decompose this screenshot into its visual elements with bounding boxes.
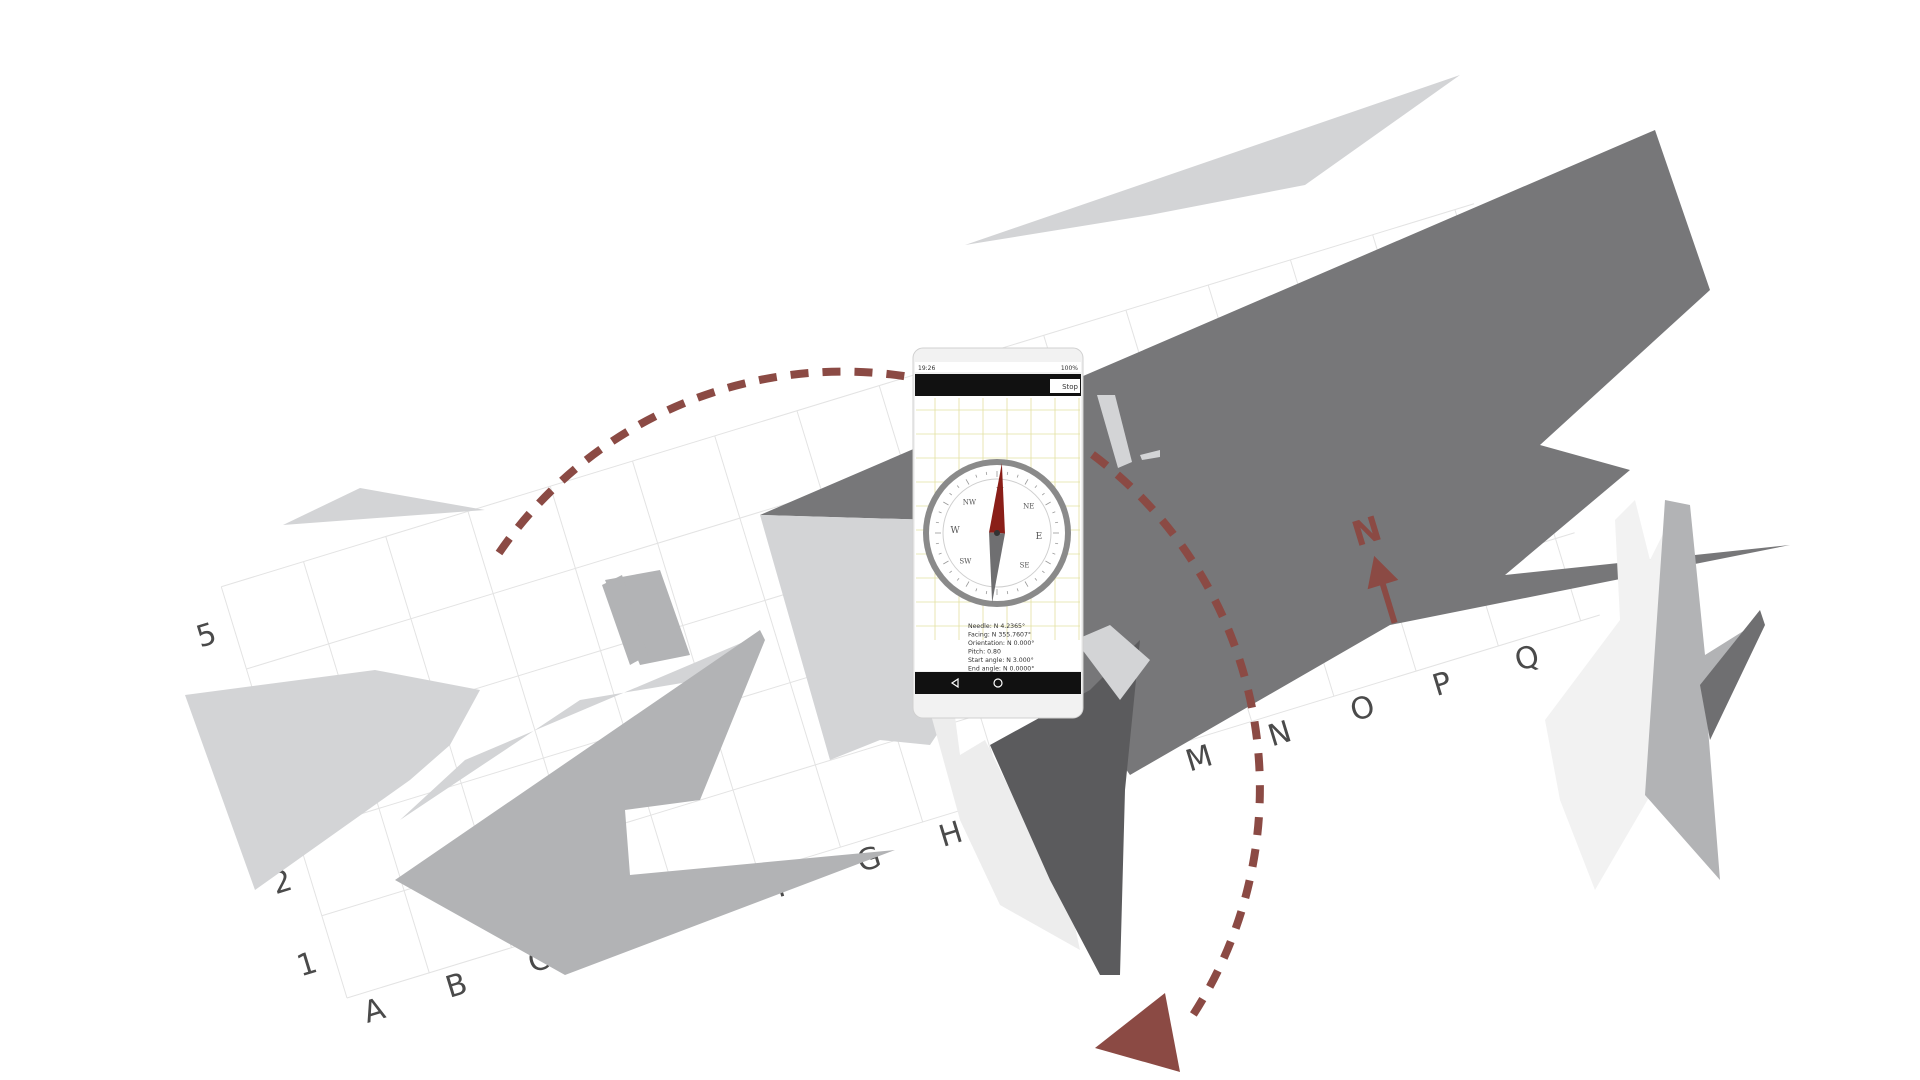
compass-cardinal-label: E <box>1036 532 1043 542</box>
compass-tick <box>938 511 942 514</box>
needle-south-icon <box>989 532 1005 603</box>
grid-column-label: N <box>1264 714 1296 754</box>
compass-tick <box>1016 474 1019 478</box>
compass-cardinal-label: SW <box>959 558 972 566</box>
grid-line <box>221 203 1475 588</box>
compass-tick <box>965 479 970 485</box>
reading-line: End angle: N 0.0000° <box>968 665 1034 673</box>
rotation-arrow-icon <box>1095 993 1180 1072</box>
status-battery: 100% <box>1061 365 1078 372</box>
compass-tick <box>1041 570 1045 574</box>
grid-row-label: 5 <box>192 616 220 655</box>
decor-pieces <box>602 395 1160 665</box>
compass-tick <box>949 492 953 496</box>
grid-line <box>549 486 677 898</box>
app-toolbar <box>915 374 1081 396</box>
grid-column-label: P <box>1428 665 1456 704</box>
compass-tick <box>1041 492 1045 496</box>
needle-north-icon <box>989 463 1005 534</box>
compass-tick <box>949 570 953 574</box>
compass-needle <box>989 463 1005 603</box>
compass-tick <box>985 471 988 475</box>
reading-line: Start angle: N 3.000° <box>968 656 1034 664</box>
readings-panel: Needle: N 4.2365°Facing: N 355.7607°Orie… <box>968 622 1034 673</box>
grid-column-label: O <box>1346 689 1379 729</box>
compass-tick <box>1006 591 1009 595</box>
compass-tick <box>943 560 949 565</box>
compass-tick <box>1045 501 1051 506</box>
compass-tick <box>985 591 988 595</box>
compass-tick <box>956 577 960 581</box>
home-circle-icon[interactable] <box>993 678 1003 688</box>
grid-column-label: Q <box>1511 638 1544 678</box>
compass-tick <box>1045 560 1051 565</box>
compass-cardinal-label: NE <box>1023 502 1034 510</box>
grid-line <box>714 435 841 848</box>
compass-dial: NNEESESSWWNW <box>923 459 1071 607</box>
compass-tick <box>1052 511 1056 514</box>
left-hand <box>920 625 1150 975</box>
compass-tick <box>1024 581 1029 587</box>
reading-line: Facing: N 355.7607° <box>968 631 1031 639</box>
back-triangle-icon[interactable] <box>950 677 959 689</box>
compass-tick <box>1034 485 1038 489</box>
compass-tick <box>938 552 942 555</box>
nav-bar <box>915 672 1081 694</box>
stop-button[interactable] <box>1050 379 1080 393</box>
compass-tick <box>1052 552 1056 555</box>
compass-tick <box>956 485 960 489</box>
right-hand <box>1545 500 1765 890</box>
compass-tick <box>965 581 970 587</box>
north-arrow-icon <box>1367 555 1399 590</box>
compass-cardinal-label: NW <box>963 498 977 506</box>
compass-tick <box>943 501 949 506</box>
grid-row-label: 1 <box>293 945 321 984</box>
compass-tick <box>1024 479 1029 485</box>
compass-tick <box>1055 542 1059 545</box>
reading-line: Pitch: 0.80 <box>968 649 1001 656</box>
compass-cardinal-label: SE <box>1020 562 1030 570</box>
compass-cardinal-label: W <box>950 526 960 536</box>
grid-column-label: B <box>442 966 472 1005</box>
reading-line: Orientation: N 0.000° <box>968 639 1034 647</box>
compass-tick <box>1034 577 1038 581</box>
compass-tick <box>975 474 978 478</box>
reading-line: Needle: N 4.2365° <box>968 622 1025 630</box>
compass-tick <box>1016 588 1019 592</box>
compass-tick <box>935 542 939 545</box>
status-time: 19:26 <box>918 365 935 372</box>
status-bar <box>915 362 1081 372</box>
stop-button-label: Stop <box>1062 383 1078 391</box>
phone: 19:26 100% Stop NNEESESSWWNW Needle: N 4… <box>912 347 1084 719</box>
compass-tick <box>1055 521 1059 524</box>
compass-tick <box>1006 471 1009 475</box>
compass-tick <box>935 521 939 524</box>
compass-tick <box>975 588 978 592</box>
grid-column-label: M <box>1182 738 1217 779</box>
grid-column-label: A <box>359 991 389 1031</box>
light-shadow-shapes <box>185 75 1460 890</box>
